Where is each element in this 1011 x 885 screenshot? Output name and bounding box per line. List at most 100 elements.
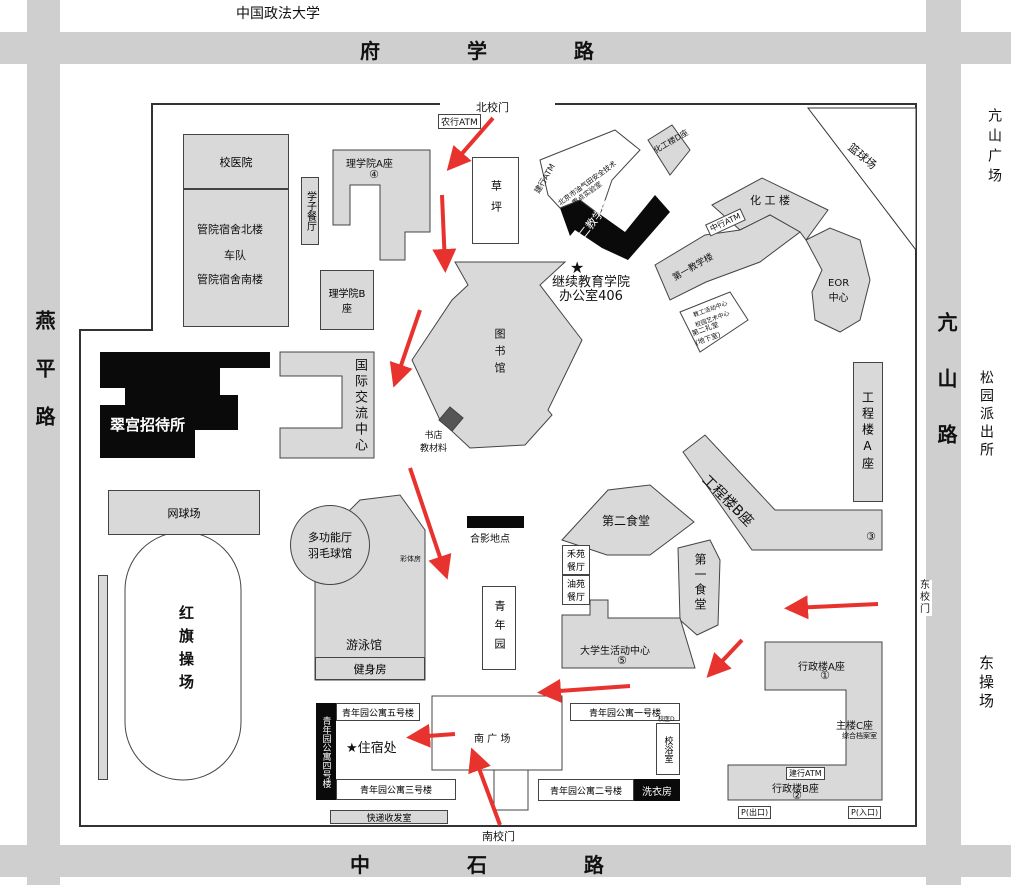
express-label: 快递收发室	[366, 813, 412, 824]
hewu-label: 禾苑 餐厅	[566, 550, 585, 573]
dorm-north-label: 管院宿舍北楼	[197, 223, 263, 236]
second-canteen-shape	[561, 484, 695, 556]
youyuan-label: 油苑 餐厅	[566, 580, 585, 603]
arrow-7	[537, 678, 631, 703]
youyuan-canteen: 油苑 餐厅	[562, 575, 590, 605]
activity-center-shape	[679, 291, 749, 353]
library-label: 图书馆	[493, 328, 506, 379]
second-teaching-wing	[539, 129, 641, 216]
student-center-label: 大学生活动中心	[580, 646, 650, 657]
apt1-label: 青年园公寓一号楼	[588, 708, 661, 719]
student-canteen-label: 学子餐厅	[304, 191, 316, 231]
eng-a: 工程楼A座	[853, 362, 883, 502]
apt3-label: 青年园公寓三号楼	[359, 786, 432, 796]
parking-in-label: P(入口)	[848, 806, 882, 819]
north-gate-label: 北校门	[476, 101, 509, 114]
arrow-3	[389, 309, 422, 388]
laundry: 洗衣房	[634, 779, 680, 801]
eng-b-shape	[682, 434, 883, 551]
admin-a-label: 行政楼A座	[798, 662, 845, 673]
arrow-9	[468, 747, 502, 826]
apt5: 青年园公寓五号楼	[336, 703, 420, 721]
tennis-label: 网球场	[167, 506, 201, 520]
cont-edu-label: 继续教育学院 办公室406	[552, 275, 631, 304]
south-square-label: 南 广 场	[474, 734, 511, 745]
sports-hall: 多功能厅 羽毛球馆	[290, 505, 370, 585]
north-university-label: 中国政法大学	[236, 6, 320, 22]
photo-spot-marker	[467, 516, 524, 528]
east-field-label: 东操场	[977, 655, 995, 712]
apt4-label: 青年园公寓四号楼	[320, 715, 331, 788]
clinic-label: 校医院	[219, 155, 253, 169]
road-kangshan	[926, 0, 961, 885]
eng-a-label: 工程楼A座	[860, 391, 875, 473]
north-road-label: 府 学 路	[360, 39, 594, 63]
science-b: 理学院B座	[320, 270, 374, 330]
south-road-label: 中 石 路	[350, 853, 604, 877]
arrow-5	[784, 595, 879, 620]
student-canteen: 学子餐厅	[301, 177, 319, 245]
cont-edu-star: ★	[570, 258, 585, 277]
arrow-2	[432, 194, 457, 273]
photo-room-label: 彩体房	[400, 555, 421, 563]
science-a-num: ④	[369, 168, 379, 181]
dorm-south-label: 管院宿舍南楼	[197, 273, 263, 286]
chem-label: 化 工 楼	[750, 194, 790, 207]
road-zhongshi	[0, 845, 1011, 877]
south-gate-label: 南校门	[482, 830, 515, 843]
road-fuxue	[0, 32, 1011, 64]
admin-b-label: 行政楼B座	[772, 784, 819, 795]
youth-garden-label: 青年园	[493, 599, 506, 657]
main-c-label: 主楼C座	[836, 721, 873, 732]
arrow-6	[706, 638, 744, 678]
pool-label: 游泳馆	[346, 638, 383, 652]
police-label: 松园派出所	[978, 370, 994, 460]
basketball-court	[806, 107, 917, 252]
student-center-num: ⑤	[617, 654, 627, 667]
apt2: 青年园公寓二号楼	[538, 779, 634, 801]
lodging-label: ★住宿处	[346, 741, 397, 756]
apt1: 青年园公寓一号楼	[570, 703, 680, 721]
first-canteen-label: 第一食堂	[693, 553, 707, 613]
eor-label: EOR 中心	[828, 278, 850, 304]
science-a-label: 理学院A座	[346, 159, 393, 170]
intl-center-shape	[279, 351, 375, 459]
gym-label: 健身房	[353, 662, 387, 676]
lawn-label: 草坪	[489, 179, 503, 222]
road-yanping	[27, 0, 60, 885]
eor-shape	[805, 227, 871, 333]
arrow-4	[408, 467, 452, 580]
car-team-label: 车队	[224, 249, 246, 262]
north-atm-label: 农行ATM	[438, 114, 481, 129]
guesthouse-label: 翠宫招待所	[110, 416, 186, 434]
science-b-label: 理学院B座	[328, 289, 366, 315]
sports-hall-label: 多功能厅 羽毛球馆	[308, 531, 352, 560]
bath-label: 校浴室	[662, 735, 673, 763]
youth-garden: 青年园	[482, 586, 516, 670]
laundry-label: 洗衣房	[642, 786, 672, 798]
eng-b-num: ③	[866, 530, 876, 543]
library-shape	[411, 261, 583, 449]
arrow-8	[406, 723, 456, 748]
apt1-side-label: 校医D	[658, 716, 675, 723]
chem-d-shape	[647, 124, 691, 176]
clinic: 校医院	[183, 134, 289, 189]
east-gate-label: 东校门	[920, 580, 932, 616]
hewu-canteen: 禾苑 餐厅	[562, 545, 590, 575]
admin-a-num: ①	[820, 669, 830, 682]
east-road-label: 亢山路	[934, 312, 958, 480]
apt3: 青年园公寓三号楼	[336, 779, 456, 800]
photo-spot-label: 合影地点	[470, 534, 510, 545]
dorm-block	[183, 189, 289, 327]
guesthouse-shape	[100, 352, 270, 458]
student-center-shape	[561, 599, 696, 669]
west-road-label: 燕平路	[32, 310, 56, 454]
arrow-1	[446, 116, 495, 172]
gym: 健身房	[315, 657, 425, 680]
admin-b-num: ②	[792, 789, 802, 802]
south-square-stem	[493, 769, 529, 811]
track-label: 红旗操场	[177, 605, 195, 697]
